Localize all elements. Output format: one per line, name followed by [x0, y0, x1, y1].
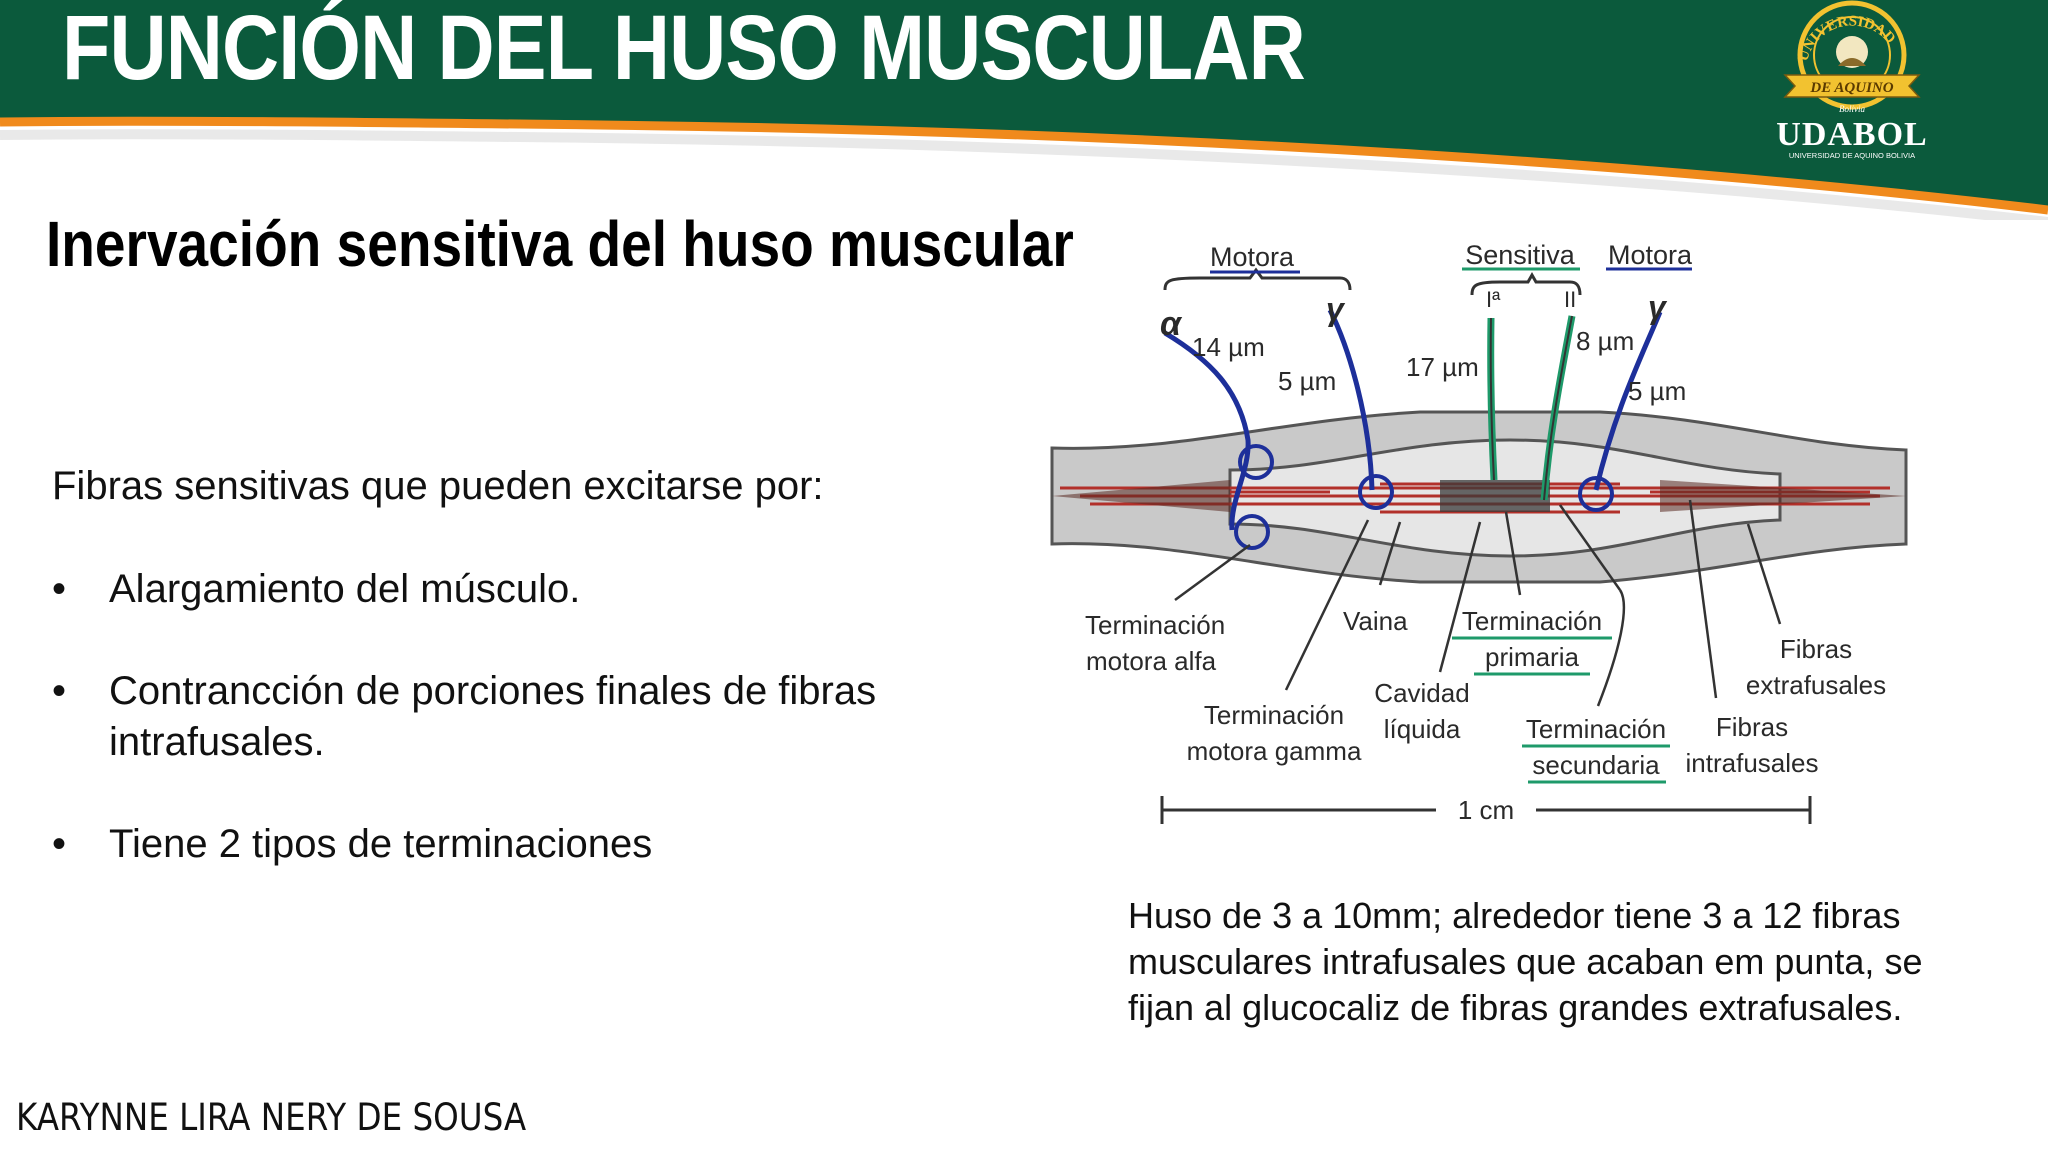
- label-ia: Iª: [1486, 287, 1501, 312]
- label-term-motora-alfa-2: motora alfa: [1086, 646, 1217, 676]
- label-gamma-left: γ: [1326, 291, 1346, 327]
- label-size-5a: 5 µm: [1278, 366, 1336, 396]
- label-term-secundaria-2: secundaria: [1532, 750, 1660, 780]
- muscle-spindle-diagram: Motora Sensitiva Motora α γ γ Iª: [1050, 240, 1908, 825]
- bullet-symbol: •: [52, 669, 67, 713]
- bullet-list: • Alargamiento del músculo. • Contrancci…: [52, 564, 972, 921]
- bullet-text: Tiene 2 tipos de terminaciones: [109, 822, 653, 866]
- header-band: [0, 0, 2048, 220]
- label-term-motora-alfa-1: Terminación: [1085, 610, 1225, 640]
- slide-subtitle: Inervación sensitiva del huso muscular: [46, 208, 1074, 280]
- label-size-5b: 5 µm: [1628, 376, 1686, 406]
- label-size-17: 17 µm: [1406, 352, 1479, 382]
- label-term-gamma-2: motora gamma: [1187, 736, 1362, 766]
- label-fibras-intra-1: Fibras: [1716, 712, 1788, 742]
- bullet-item: • Alargamiento del músculo.: [52, 564, 972, 615]
- label-fibras-intra-2: intrafusales: [1686, 748, 1819, 778]
- nuclear-bag: [1440, 480, 1550, 512]
- label-gamma-right: γ: [1648, 289, 1668, 325]
- bullet-item: • Tiene 2 tipos de terminaciones: [52, 819, 972, 870]
- label-term-primaria-2: primaria: [1485, 642, 1579, 672]
- logo-small-text: Bolivia: [1839, 104, 1865, 114]
- label-motora-right: Motora: [1608, 240, 1693, 270]
- label-fibras-extra-2: extrafusales: [1746, 670, 1886, 700]
- bullet-symbol: •: [52, 567, 67, 611]
- label-motora-left: Motora: [1210, 242, 1295, 272]
- slide-title: FUNCIÓN DEL HUSO MUSCULAR: [62, 0, 1306, 99]
- author-name: KARYNNE LIRA NERY DE SOUSA: [16, 1096, 527, 1139]
- label-sensitiva: Sensitiva: [1465, 240, 1576, 270]
- label-term-primaria-1: Terminación: [1462, 606, 1602, 636]
- label-ii: II: [1564, 287, 1576, 312]
- scale-bar: [1160, 796, 1812, 824]
- logo-banner-text: DE AQUINO: [1809, 80, 1893, 96]
- label-size-8: 8 µm: [1576, 326, 1634, 356]
- intro-text: Fibras sensitivas que pueden excitarse p…: [52, 464, 824, 508]
- motor-endplates: [1234, 444, 1614, 550]
- diagram-caption: Huso de 3 a 10mm; alrededor tiene 3 a 12…: [1128, 895, 1923, 1028]
- bullet-text: Alargamiento del músculo.: [109, 567, 581, 611]
- label-vaina: Vaina: [1343, 606, 1408, 636]
- leader-lines: [1174, 499, 1782, 707]
- bullet-symbol: •: [52, 822, 67, 866]
- logo-tagline: UNIVERSIDAD DE AQUINO BOLIVIA: [1789, 151, 1915, 160]
- label-cavidad-2: líquida: [1384, 714, 1461, 744]
- bullet-text: Contrancción de porciones finales de fib…: [109, 669, 877, 764]
- label-term-gamma-1: Terminación: [1204, 700, 1344, 730]
- motor-nerves: [1163, 308, 1663, 531]
- label-scale: 1 cm: [1458, 795, 1514, 825]
- label-fibras-extra-1: Fibras: [1780, 634, 1852, 664]
- university-logo: UNIVERSIDAD DE AQUINO Bolivia UDABOL UNI…: [1776, 0, 1927, 160]
- label-size-14: 14 µm: [1192, 332, 1265, 362]
- label-alpha: α: [1160, 305, 1183, 343]
- label-term-secundaria-1: Terminación: [1526, 714, 1666, 744]
- bullet-item: • Contrancción de porciones finales de f…: [52, 666, 972, 768]
- logo-name: UDABOL: [1776, 116, 1927, 153]
- label-cavidad-1: Cavidad: [1374, 678, 1469, 708]
